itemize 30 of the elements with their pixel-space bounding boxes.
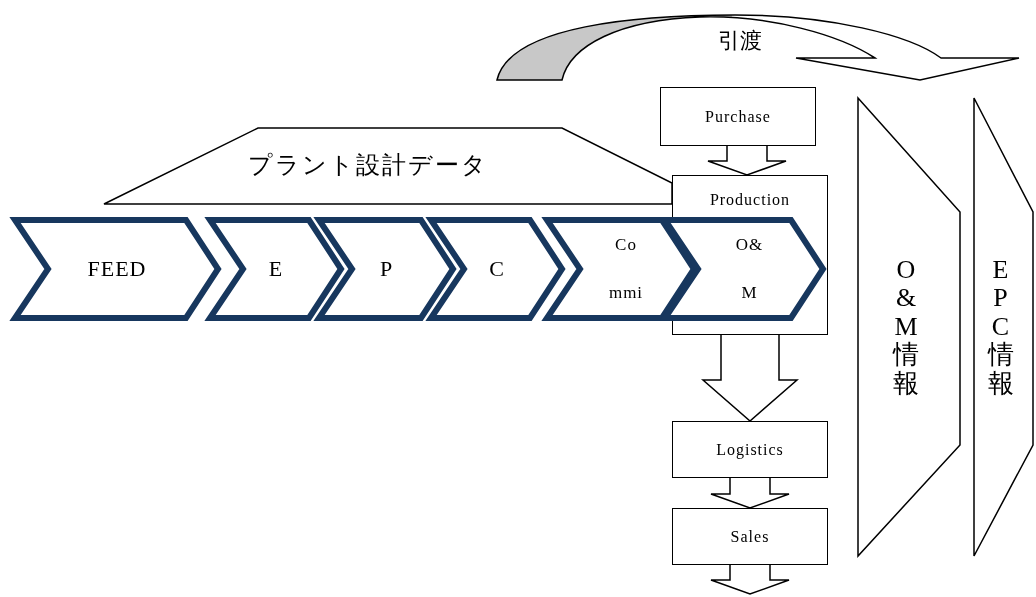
box-label: Purchase: [705, 108, 771, 125]
block-arrow: [707, 145, 787, 176]
chevron-label: P: [379, 258, 394, 280]
chevron-label: Co mmi: [607, 234, 645, 304]
vertical-label: O&M情報: [893, 255, 919, 399]
block-arrow: [701, 334, 799, 422]
chevron-step: [207, 217, 345, 321]
block-arrow: [710, 564, 790, 595]
chevron-step: [428, 217, 566, 321]
process-box: [660, 87, 816, 146]
chevron-step: [12, 217, 222, 321]
process-box: [672, 508, 828, 565]
chevron-label: FEED: [87, 258, 147, 280]
box-label: Sales: [730, 528, 770, 545]
chevron-label: E: [268, 258, 284, 280]
vertical-label: EPC情報: [987, 255, 1014, 399]
chevron-step: [662, 217, 827, 321]
pentagon-band: [857, 97, 961, 557]
block-arrow: [710, 477, 790, 509]
edge-label: 引渡: [718, 30, 762, 52]
chevron-label: C: [489, 258, 505, 280]
pentagon-band: [973, 97, 1034, 557]
chevron-label: O& M: [734, 234, 765, 304]
chevron-step: [316, 217, 457, 321]
curved-arrow: [496, 14, 1020, 81]
box-label: Logistics: [716, 441, 784, 458]
process-box: [672, 421, 828, 478]
trapezoid-band: [103, 127, 672, 205]
band-label: プラント設計データ: [248, 153, 488, 177]
box-label: Production: [708, 192, 792, 208]
